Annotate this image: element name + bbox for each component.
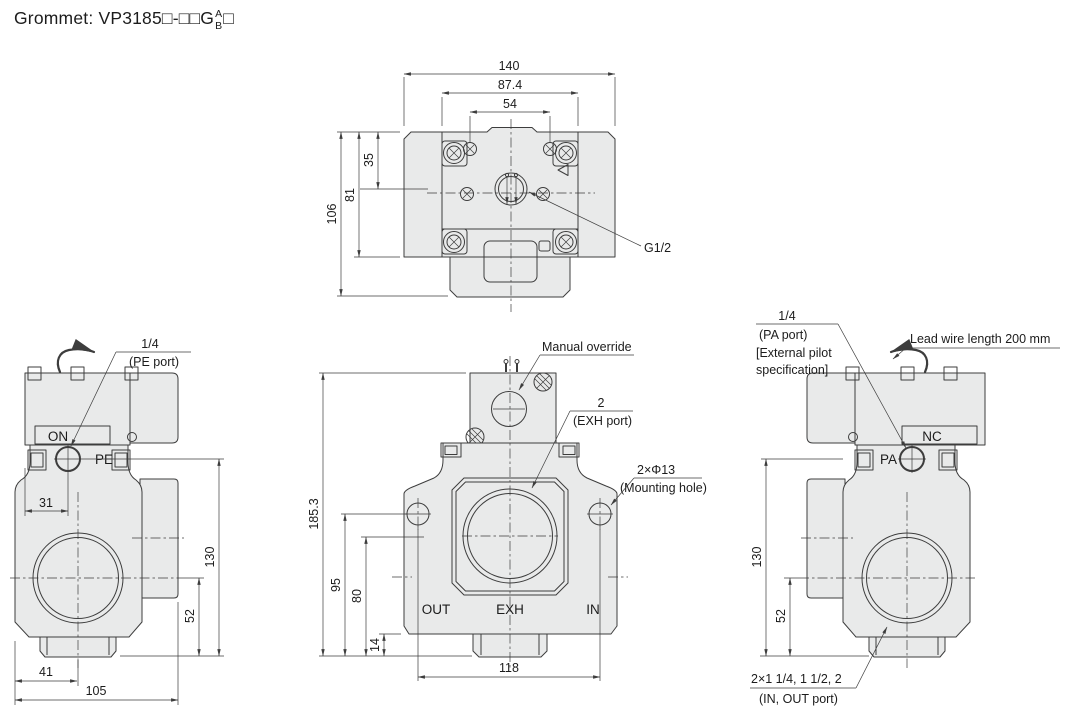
top-view-centerlines xyxy=(427,119,595,312)
right-view-dimensions: 130 52 xyxy=(750,458,869,657)
dim-80-label: 80 xyxy=(350,589,364,603)
top-view-screws xyxy=(443,142,577,253)
top-view-g12-callout: G1/2 xyxy=(528,191,671,255)
lead-wire-label: Lead wire length 200 mm xyxy=(910,332,1050,346)
title-stack-bottom: B xyxy=(215,19,223,32)
dim-54-label: 54 xyxy=(503,97,517,111)
port-size-label: 2×1 1/4, 1 1/2, 2 xyxy=(751,672,842,686)
front-view-dimensions: 185.3 95 80 14 118 xyxy=(307,372,601,681)
left-view-centerlines xyxy=(10,492,186,668)
dim-118-label: 118 xyxy=(499,661,519,675)
front-view-callouts: Manual override 2 (EXH port) 2×Φ13 (Moun… xyxy=(518,340,707,506)
right-view-pa-callout: 1/4 (PA port) [External pilot specificat… xyxy=(756,309,907,449)
orientation-triangle-icon xyxy=(557,164,569,176)
right-view-port-size-callout: 2×1 1/4, 1 1/2, 2 (IN, OUT port) xyxy=(750,626,888,706)
left-view-body xyxy=(14,338,179,658)
pa-callout-name: (PA port) xyxy=(759,328,807,342)
dim-87-4-label: 87.4 xyxy=(498,78,522,92)
dim-140-label: 140 xyxy=(499,59,520,73)
pe-callout-size: 1/4 xyxy=(141,337,158,351)
title-stack-top: A xyxy=(215,8,223,20)
left-view-labels: ON PE xyxy=(48,429,113,467)
grommet-lead-wire xyxy=(889,338,929,374)
top-view-body xyxy=(403,127,616,298)
dim-52-right-label: 52 xyxy=(774,609,788,623)
on-label: ON xyxy=(48,429,68,444)
pa-callout-note1: [External pilot xyxy=(756,346,832,360)
screw xyxy=(443,231,465,253)
screw xyxy=(555,142,577,164)
title-prefix: Grommet: VP3185□-□□G xyxy=(14,8,215,28)
screw xyxy=(443,142,465,164)
exh-callout-name: (EXH port) xyxy=(573,414,632,428)
front-view-port-labels: OUT EXH IN xyxy=(422,602,600,617)
dim-31-label: 31 xyxy=(39,496,53,510)
g12-port-label: G1/2 xyxy=(644,241,671,255)
right-view-centerlines xyxy=(799,492,975,668)
screw xyxy=(555,231,577,253)
dim-106-label: 106 xyxy=(325,204,339,225)
screw-small xyxy=(460,187,474,201)
pa-callout-size: 1/4 xyxy=(778,309,795,323)
pilot-screw xyxy=(533,372,553,392)
pa-callout-note2: specification] xyxy=(756,363,828,377)
dim-81-label: 81 xyxy=(343,188,357,202)
left-side-view: ON PE 1/4 (PE port) 31 41 105 52 130 xyxy=(10,337,224,705)
front-view: OUT EXH IN 185.3 95 80 14 118 Manual ove… xyxy=(307,340,707,681)
dim-130-left-label: 130 xyxy=(203,547,217,568)
dim-41-label: 41 xyxy=(39,665,53,679)
dim-14-label: 14 xyxy=(368,638,382,652)
right-side-view: NC PA 1/4 (PA port) [External pilot spec… xyxy=(750,309,1060,706)
right-view-body xyxy=(806,338,986,658)
dim-95-label: 95 xyxy=(329,578,343,592)
nc-label: NC xyxy=(922,429,942,444)
manual-override-label: Manual override xyxy=(542,340,632,354)
title-suffix: □ xyxy=(223,8,235,28)
pa-label: PA xyxy=(880,452,897,467)
mounting-callout-name: (Mounting hole) xyxy=(620,481,707,495)
front-view-centerlines xyxy=(392,356,628,668)
in-label: IN xyxy=(586,602,600,617)
grommet-lead-wire xyxy=(56,338,96,374)
pe-label: PE xyxy=(95,452,113,467)
out-label: OUT xyxy=(422,602,451,617)
dim-52-left-label: 52 xyxy=(183,609,197,623)
dim-130-right-label: 130 xyxy=(750,547,764,568)
top-view: 140 87.4 54 106 81 35 G1/2 xyxy=(325,59,671,312)
right-view-labels: NC PA xyxy=(880,429,942,467)
front-view-body xyxy=(403,359,618,658)
port-size-name: (IN, OUT port) xyxy=(759,692,838,706)
top-view-dimensions: 140 87.4 54 106 81 35 xyxy=(325,59,616,297)
manual-override-circle xyxy=(491,391,527,427)
pe-callout-name: (PE port) xyxy=(129,355,179,369)
left-view-dimensions: 31 41 105 52 130 xyxy=(14,458,224,705)
exh-label: EXH xyxy=(496,602,524,617)
mounting-callout-size: 2×Φ13 xyxy=(637,463,675,477)
exh-callout-size: 2 xyxy=(598,396,605,410)
dim-35-label: 35 xyxy=(362,153,376,167)
left-view-pe-callout: 1/4 (PE port) xyxy=(70,337,191,447)
right-view-leadwire-callout: Lead wire length 200 mm xyxy=(892,332,1060,360)
dim-105-label: 105 xyxy=(86,684,107,698)
screw-small xyxy=(536,187,550,201)
dim-185-3-label: 185.3 xyxy=(307,498,321,529)
